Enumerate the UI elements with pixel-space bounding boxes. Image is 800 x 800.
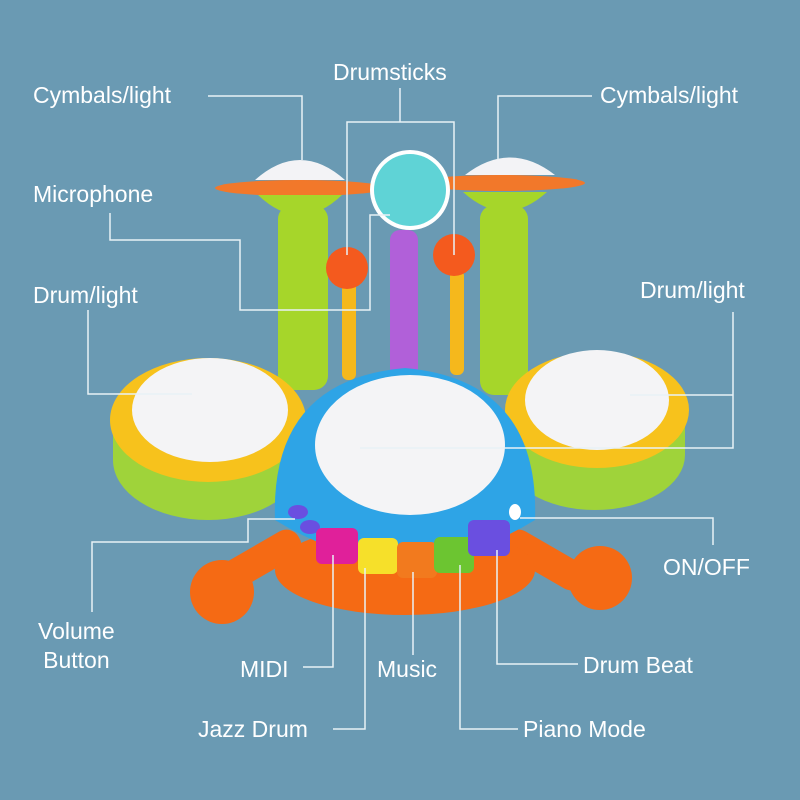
label-midi: MIDI: [240, 656, 289, 682]
line-on-off: [520, 517, 714, 545]
microphone: [370, 150, 450, 380]
line-midi: [303, 555, 334, 668]
left-drum: [110, 358, 306, 520]
right-cymbal-stand: [415, 157, 585, 395]
line-cymbals-right: [497, 95, 592, 160]
label-volume-line1: Volume: [38, 618, 115, 644]
drumsticks: [326, 234, 475, 380]
label-volume-line2: Button: [43, 646, 110, 673]
label-cymbals-left: Cymbals/light: [33, 82, 172, 108]
line-jazz-drum: [333, 568, 366, 730]
label-on-off: ON/OFF: [663, 554, 750, 580]
line-cymbals-left: [208, 95, 303, 160]
line-drum-right-center: [360, 312, 734, 449]
line-drum-beat: [496, 550, 578, 665]
left-cymbal-stand: [215, 160, 385, 390]
line-piano-mode: [459, 565, 518, 730]
label-volume-button: Volume Button: [38, 617, 115, 675]
label-drum-right: Drum/light: [640, 277, 745, 303]
right-drum: [505, 350, 689, 510]
label-jazz-drum: Jazz Drum: [198, 716, 308, 742]
label-microphone: Microphone: [33, 181, 154, 207]
line-volume: [91, 518, 295, 612]
label-drum-left: Drum/light: [33, 282, 138, 308]
line-drumsticks-branch: [346, 121, 455, 255]
label-drumsticks: Drumsticks: [333, 59, 447, 85]
label-piano-mode: Piano Mode: [523, 716, 646, 742]
control-buttons: [288, 504, 521, 578]
line-drum-left: [87, 310, 192, 395]
line-microphone: [109, 213, 390, 311]
label-drum-beat: Drum Beat: [583, 652, 693, 678]
center-drum: [274, 368, 536, 560]
label-cymbals-right: Cymbals/light: [600, 82, 739, 108]
label-music: Music: [377, 656, 438, 682]
